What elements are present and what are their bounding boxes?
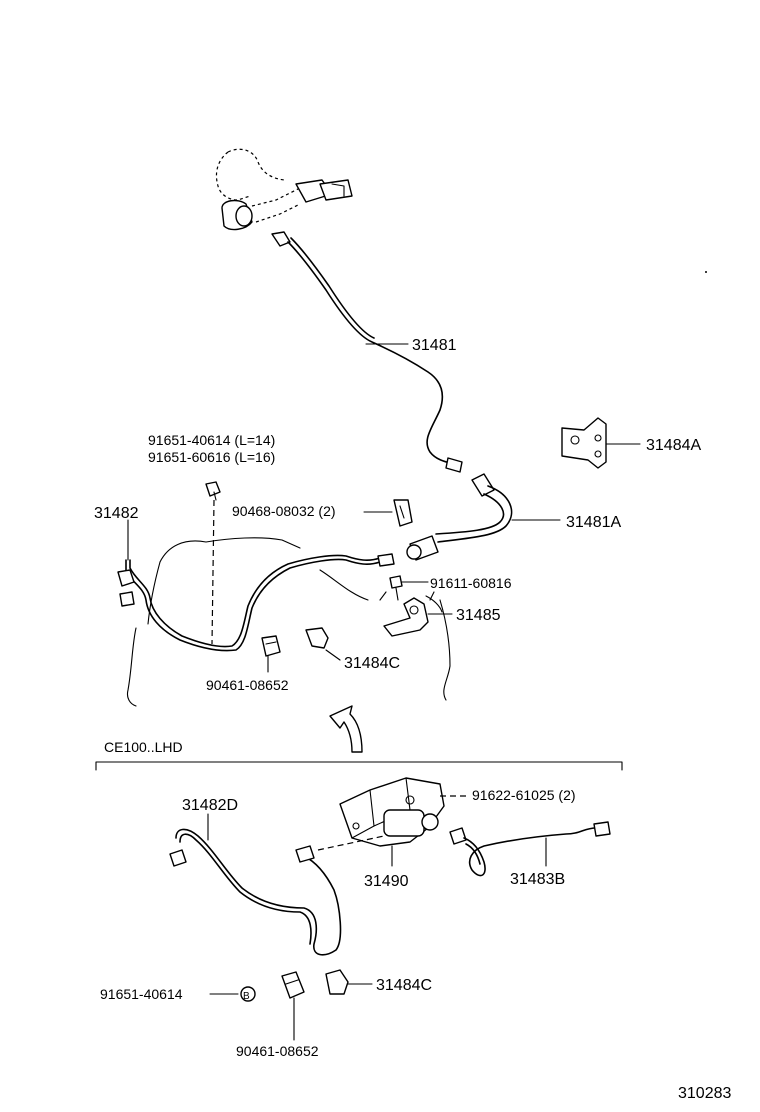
clip-90468-08032	[393, 499, 413, 527]
bolt-91611-60816	[389, 575, 403, 601]
master-cylinder	[215, 148, 353, 247]
part-label-clip-90468-08032: 90468-08032 (2)	[232, 503, 336, 519]
part-label-clip-90461-08652-top: 90461-08652	[206, 677, 289, 693]
part-label-31483B: 31483B	[510, 871, 565, 888]
part-label-31484C-top: 31484C	[344, 655, 400, 672]
part-label-bolt-91651-40614-bottom: 91651-40614	[100, 986, 183, 1002]
part-label-31482: 31482	[94, 505, 139, 522]
clip-90461-08652-top	[261, 635, 281, 657]
part-label-31484A: 31484A	[646, 437, 701, 454]
part-label-bolt-91651-60616: 91651-60616 (L=16)	[148, 449, 275, 465]
bracket-31484A	[561, 417, 607, 469]
transmission-housing-outline	[126, 537, 451, 707]
part-label-31490: 31490	[364, 873, 409, 890]
clip-90461-08652-bottom	[281, 971, 305, 999]
part-label-31484C-bottom: 31484C	[376, 977, 432, 994]
flexible-hose-31481A	[406, 473, 513, 561]
clamp-31484C-bottom	[325, 969, 349, 995]
part-label-bolt-91651-40614: 91651-40614 (L=14)	[148, 432, 275, 448]
section-divider	[95, 761, 623, 771]
part-label-clip-90461-08652-bottom: 90461-08652	[236, 1043, 319, 1059]
part-label-31481A: 31481A	[566, 514, 621, 531]
clutch-pipe-31482D	[169, 828, 342, 956]
section-label-ce100-lhd: CE100..LHD	[104, 739, 183, 755]
bolt-91651-top	[205, 481, 221, 501]
part-label-31482D: 31482D	[182, 797, 238, 814]
bolt-marker-b: B	[243, 991, 250, 1002]
bolt-91651-40614-bottom: B	[240, 986, 256, 1002]
part-label-31485: 31485	[456, 607, 501, 624]
bracket-31485	[379, 591, 435, 637]
clamp-31484C-top	[305, 627, 329, 649]
clutch-pipe-31482	[117, 553, 395, 652]
view-arrow	[329, 705, 363, 753]
part-label-bolt-91611-60816: 91611-60816	[430, 575, 512, 591]
part-label-31481: 31481	[412, 337, 457, 354]
clutch-pipe-31483B	[449, 821, 611, 877]
figure-number: 310283	[678, 1085, 731, 1102]
clutch-pipe-31481	[287, 237, 463, 473]
part-label-bolt-91622-61025: 91622-61025 (2)	[472, 787, 576, 803]
cylinder-assy-31490	[339, 777, 445, 847]
